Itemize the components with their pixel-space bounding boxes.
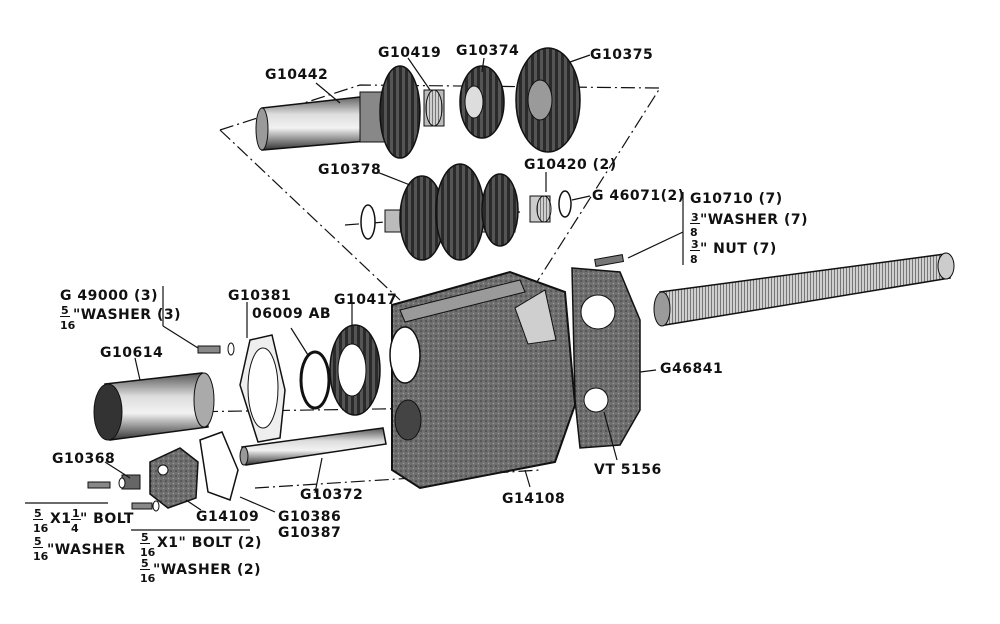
label-g10372: G10372	[300, 487, 364, 503]
transmission-case-g14108	[389, 270, 577, 490]
label-washer-38: "WASHER (7)	[700, 212, 808, 228]
label-g46841: G46841	[660, 361, 724, 377]
label-g10417: G10417	[334, 292, 398, 308]
washer-516-2-num: 5	[140, 557, 150, 570]
bolt-516-1-num: 5	[140, 531, 150, 544]
label-g10374: G10374	[456, 43, 520, 59]
label-bolt-516-114: " BOLT	[80, 511, 134, 527]
washer-516-num: 5	[33, 535, 43, 548]
bolt-516-num: 5	[33, 507, 43, 520]
label-washer-516: "WASHER	[47, 542, 126, 558]
plate-g10368	[87, 474, 160, 512]
gasket-g10381	[239, 334, 286, 443]
bolt-114-den: 4	[71, 522, 79, 535]
label-vt5156: VT 5156	[594, 462, 662, 478]
bolt-g49000	[197, 342, 235, 356]
label-g10710: G10710 (7)	[690, 191, 783, 207]
nut-38-num: 3	[690, 238, 700, 251]
label-g14109: G14109	[196, 509, 260, 525]
label-g10420: G10420 (2)	[524, 157, 617, 173]
stud-g10710	[594, 254, 625, 267]
washer-516-3-num: 5	[60, 304, 70, 317]
sleeve-g10614	[93, 372, 215, 441]
label-g10381: G10381	[228, 288, 292, 304]
bolt-516-den: 16	[33, 522, 49, 535]
washer-516-2-den: 16	[140, 572, 156, 585]
label-g10386: G10386	[278, 509, 342, 525]
label-washer-516-3: "WASHER (3)	[73, 307, 181, 323]
label-g10442: G10442	[265, 67, 329, 83]
bearing-g10417	[329, 324, 381, 416]
long-splined-shaft	[653, 252, 955, 327]
cluster-gear-g10378	[360, 163, 572, 261]
label-g10378: G10378	[318, 162, 382, 178]
label-washer-516-2: "WASHER (2)	[153, 562, 261, 578]
label-g10375: G10375	[590, 47, 654, 63]
label-g14108: G14108	[502, 491, 566, 507]
label-06009ab: 06009 AB	[252, 306, 332, 322]
label-bolt-516-1: X1" BOLT (2)	[157, 535, 262, 551]
cover-g14109	[149, 431, 239, 509]
leader-lines	[25, 54, 684, 531]
mainshaft-g10442	[255, 65, 421, 159]
label-g46071: G 46071(2)	[592, 188, 685, 204]
shaft-g10372	[239, 427, 387, 466]
bolt-516-1-den: 16	[140, 546, 156, 559]
label-g10387: G10387	[278, 525, 342, 541]
washer-38-num: 3	[690, 211, 700, 224]
label-g10614: G10614	[100, 345, 164, 361]
gasket-g46841	[571, 267, 641, 449]
gear-g10375	[515, 47, 581, 153]
gear-g10374	[459, 65, 505, 139]
washer-38-den: 8	[690, 226, 698, 239]
washer-516-den: 16	[33, 550, 49, 563]
needle-bearing-g10419	[423, 89, 445, 127]
nut-38-den: 8	[690, 253, 698, 266]
bolt-114-num: 1	[71, 507, 81, 520]
washer-516-3-den: 16	[60, 319, 76, 332]
label-nut-38: " NUT (7)	[700, 241, 777, 257]
label-g49000: G 49000 (3)	[60, 288, 158, 304]
bolt-516-mid: X1	[50, 511, 72, 527]
label-g10368: G10368	[52, 451, 116, 467]
snap-ring-06009ab	[299, 350, 331, 410]
label-g10419: G10419	[378, 45, 442, 61]
